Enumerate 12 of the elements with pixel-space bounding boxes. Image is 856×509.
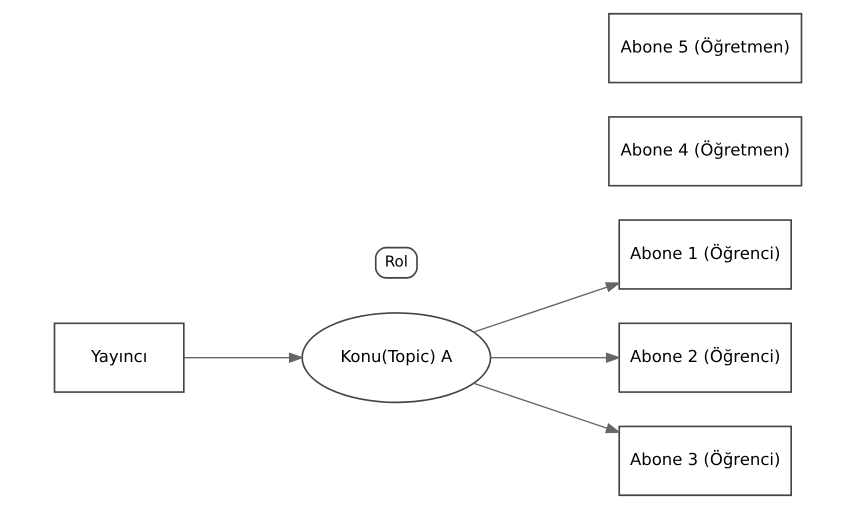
node-box: Rol [374,246,418,279]
node-box: Abone 4 (Öğretmen) [608,116,802,187]
node-box: Abone 2 (Öğrenci) [618,322,792,393]
arrow [474,282,621,333]
node-box: Abone 5 (Öğretmen) [608,12,802,84]
node-box: Abone 3 (Öğrenci) [618,426,792,496]
node-box: Yayıncı [54,322,185,393]
node-box: Abone 1 (Öğrenci) [618,219,792,290]
arrow [490,352,622,363]
node-ellipse: Konu(Topic) A [301,312,492,404]
arrow [474,382,621,434]
arrow [184,352,304,363]
